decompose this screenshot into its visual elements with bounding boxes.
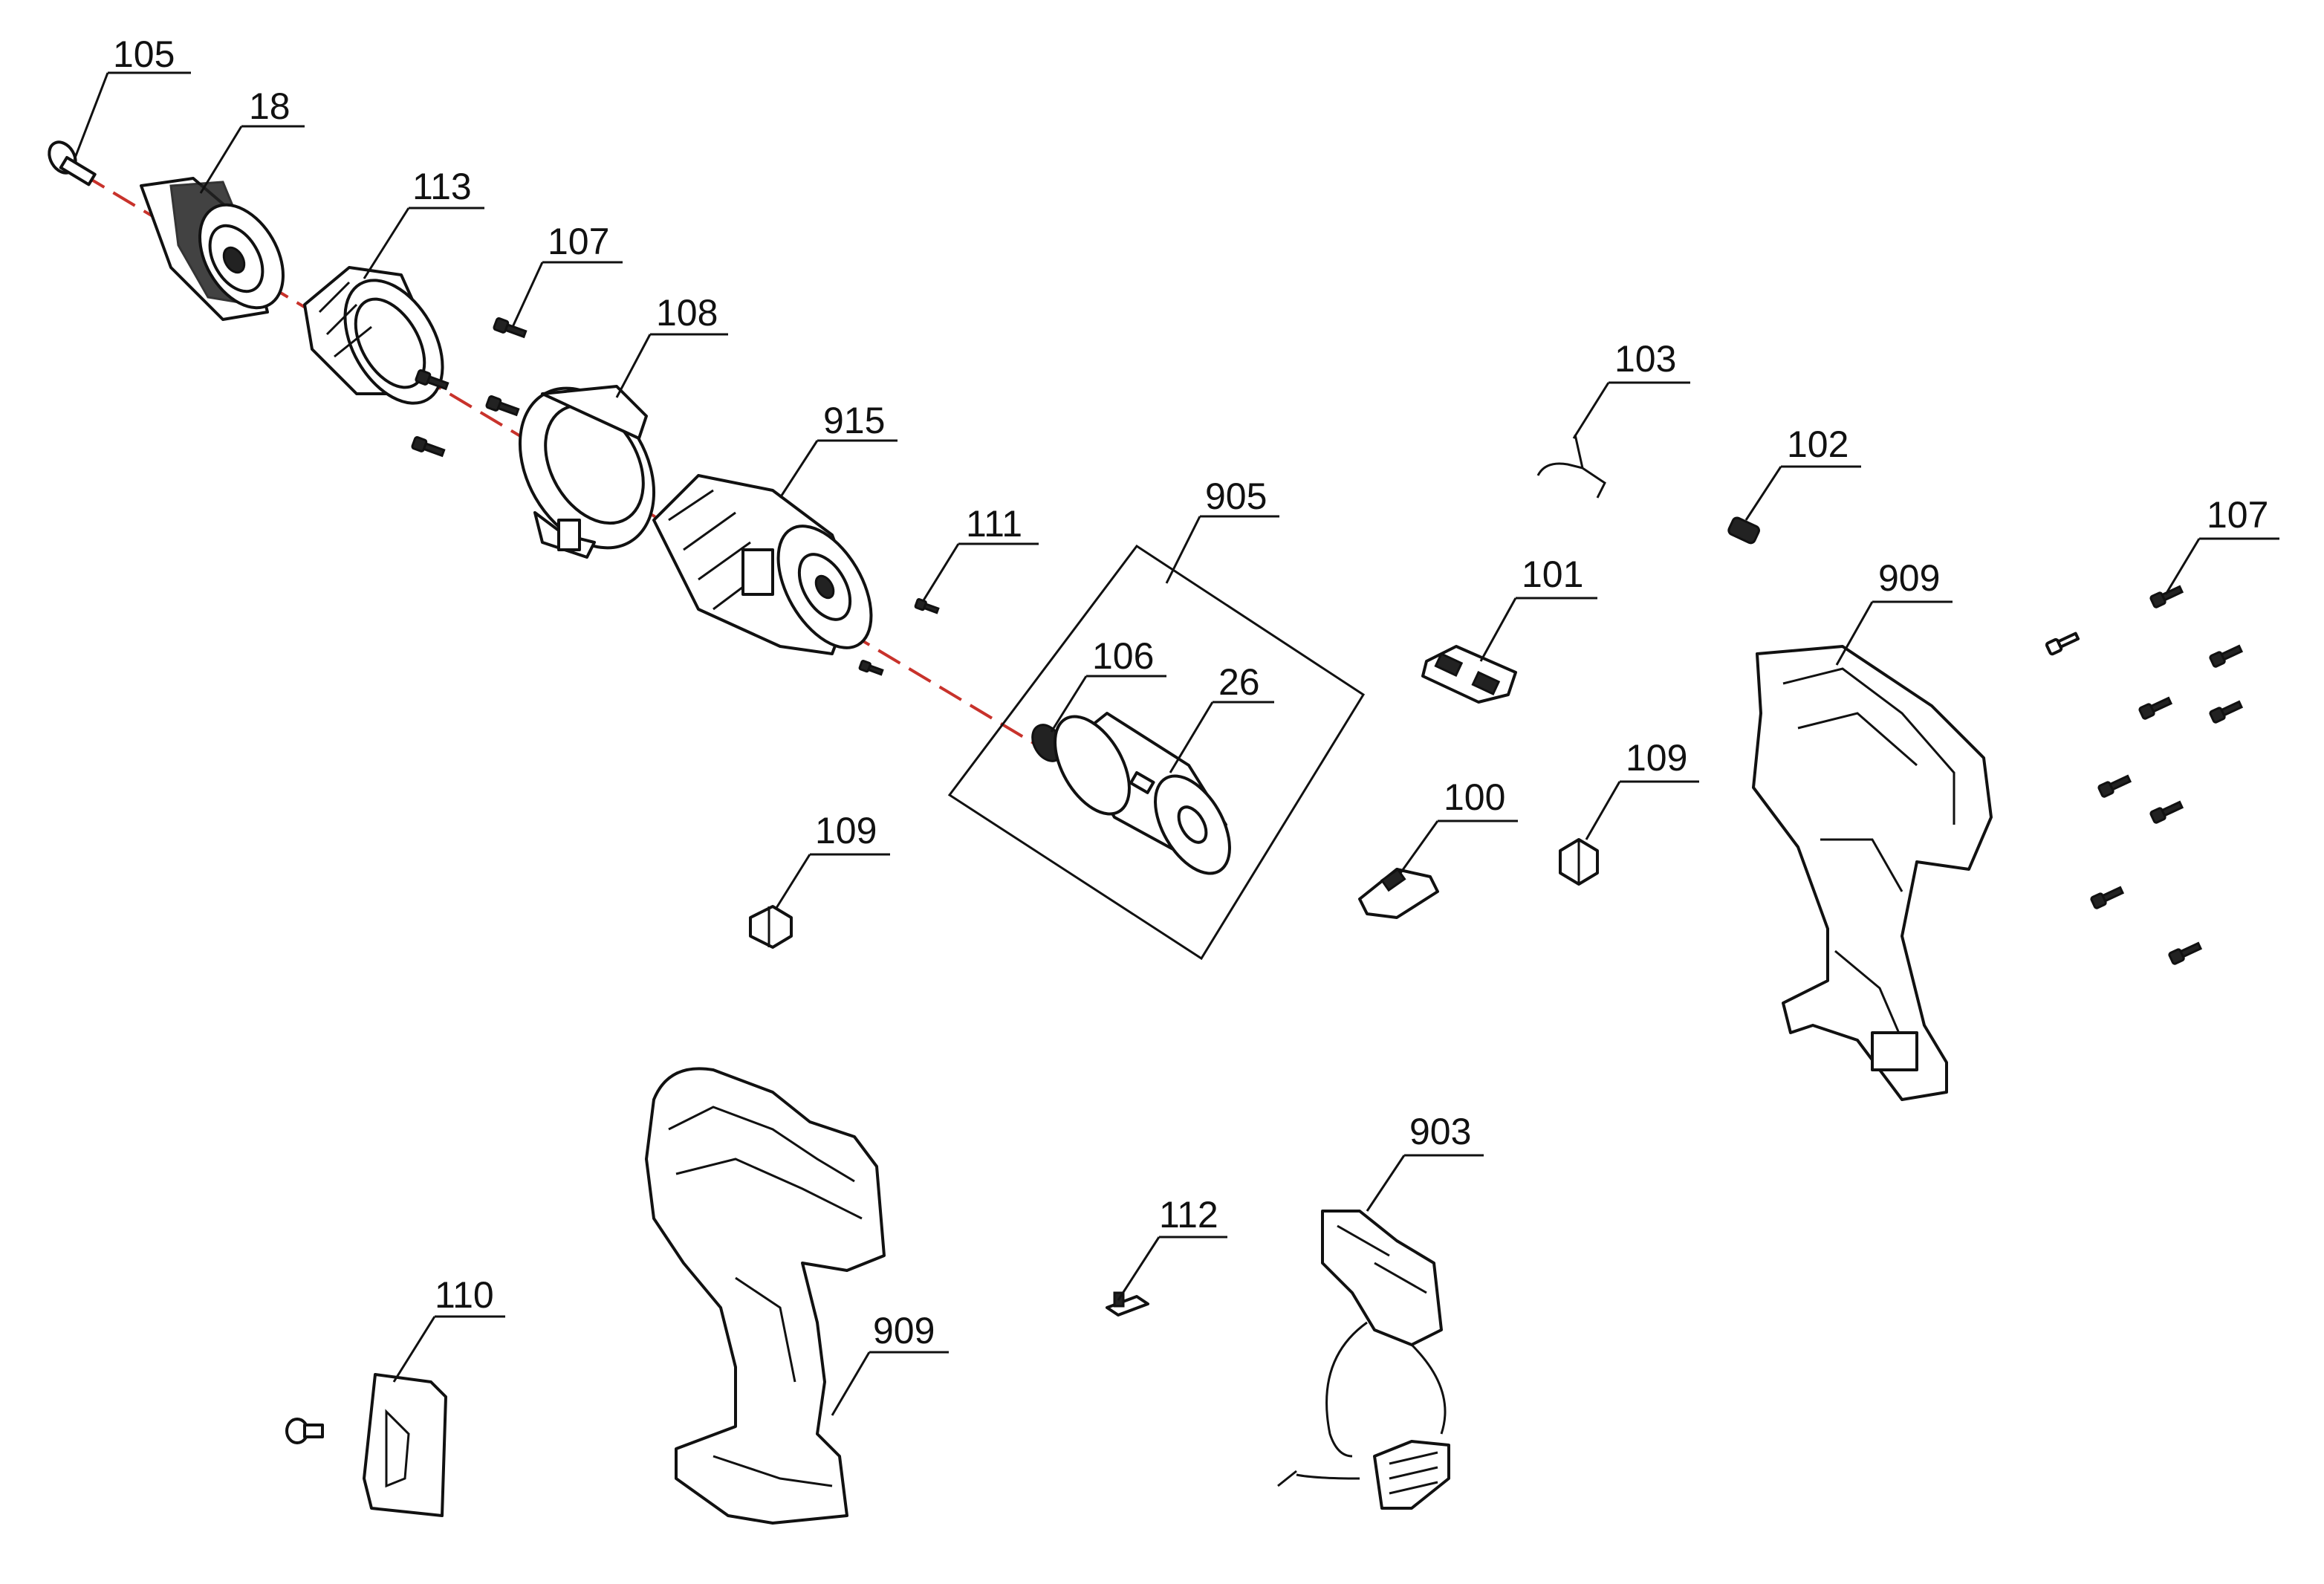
part-drill-chuck: [140, 177, 285, 321]
callout-909a: 909: [1835, 557, 1953, 666]
callout-100: 100: [1399, 776, 1518, 874]
callout-108: 108: [615, 292, 728, 398]
callout-label: 105: [113, 33, 175, 75]
callout-label: 109: [815, 810, 877, 851]
callout-903: 903: [1366, 1111, 1484, 1212]
part-rubber-foot-1: [749, 905, 793, 949]
callout-106: 106: [1050, 635, 1166, 733]
callout-label: 18: [249, 85, 290, 127]
callout-label: 26: [1218, 661, 1260, 703]
callout-109b: 109: [1585, 737, 1699, 840]
part-motor: [1054, 712, 1231, 875]
part-gearbox-assembly: [652, 474, 873, 655]
callout-109a: 109: [775, 810, 890, 909]
callout-label: 101: [1522, 554, 1583, 595]
callout-101: 101: [1479, 554, 1597, 662]
part-housing-screws: [2045, 585, 2244, 965]
callout-107a: 107: [511, 221, 623, 328]
callout-label: 109: [1626, 737, 1687, 779]
part-rubber-foot-2: [1559, 838, 1599, 886]
callout-915: 915: [779, 400, 898, 499]
part-led-clip: [1106, 1291, 1149, 1317]
callout-label: 102: [1787, 423, 1849, 465]
callout-label: 107: [2207, 494, 2268, 536]
callout-label: 108: [656, 292, 718, 334]
callout-label: 107: [548, 221, 609, 262]
callout-label: 909: [873, 1310, 935, 1351]
callout-112: 112: [1117, 1194, 1227, 1301]
callout-105: 105: [73, 33, 191, 160]
callout-label: 112: [1159, 1194, 1218, 1236]
callout-110: 110: [392, 1274, 505, 1383]
callout-label: 100: [1444, 776, 1505, 818]
callout-111: 111: [922, 503, 1039, 601]
part-spring-clip: [1536, 434, 1606, 499]
callout-label: 106: [1092, 635, 1154, 677]
part-belt-clip: [285, 1373, 447, 1517]
callout-102: 102: [1744, 423, 1861, 521]
part-chuck-screw: [48, 140, 97, 186]
callout-label: 111: [966, 503, 1022, 545]
part-switch-slider: [1358, 867, 1439, 919]
callout-26: 26: [1169, 661, 1274, 773]
callout-18: 18: [199, 85, 305, 194]
callout-label: 915: [823, 400, 885, 441]
part-small-spring: [1727, 516, 1760, 545]
part-screws-111: [858, 598, 940, 676]
part-housing-half-right: [1752, 645, 1993, 1101]
part-direction-switch: [1421, 645, 1517, 704]
callout-107b: 107: [2164, 494, 2279, 595]
callout-label: 110: [435, 1274, 494, 1316]
callout-label: 113: [412, 166, 472, 207]
part-torque-ring: [303, 266, 444, 405]
callout-909b: 909: [831, 1310, 949, 1416]
part-housing-half-left: [645, 1067, 886, 1525]
callout-113: 113: [363, 166, 484, 279]
callout-label: 903: [1409, 1111, 1471, 1152]
part-gearbox-bracket: [518, 385, 656, 559]
callout-103: 103: [1572, 338, 1690, 439]
callout-905: 905: [1165, 475, 1279, 584]
callout-label: 103: [1614, 338, 1676, 380]
part-trigger-switch: [1277, 1210, 1450, 1510]
callout-label: 909: [1878, 557, 1940, 599]
callout-label: 905: [1205, 475, 1267, 517]
motor-assembly-frame: [947, 544, 1366, 961]
part-screws-107a: [411, 317, 528, 458]
